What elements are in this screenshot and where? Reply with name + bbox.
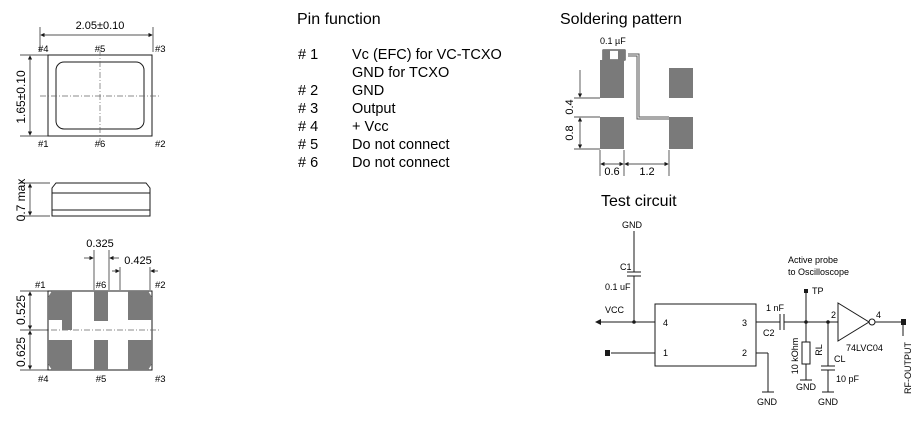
pin-number: # 3 xyxy=(298,101,318,117)
pin-desc: GND xyxy=(352,83,384,99)
gate-name: 74LVC04 xyxy=(846,343,883,353)
pin-number: # 4 xyxy=(298,119,318,135)
probe-note-line1: Active probe xyxy=(788,255,838,265)
gnd-label-3: GND xyxy=(818,397,839,407)
vcc-label: VCC xyxy=(605,305,625,315)
top-label-3: #3 xyxy=(155,44,166,55)
solder-dim-h2: 1.2 xyxy=(639,166,654,178)
solder-dim-h1: 0.6 xyxy=(604,166,619,178)
pad-1 xyxy=(48,291,72,330)
ic-pin-2: 2 xyxy=(742,348,747,358)
bottom-label-1: #1 xyxy=(35,280,46,291)
gnd-label-2: GND xyxy=(796,382,817,392)
gate-node-2: 2 xyxy=(831,310,836,320)
resistor-rl xyxy=(801,341,811,365)
pin-number: # 6 xyxy=(298,155,318,171)
test-circuit: Test circuit GND C1 0.1 uF VCC 4 3 1 2 G… xyxy=(595,193,913,407)
solder-dim-v2: 0.8 xyxy=(564,125,576,140)
bottom-dim-a: 0.325 xyxy=(86,238,114,250)
pin-number: # 5 xyxy=(298,137,318,153)
pin-desc: Vc (EFC) for VC-TCXO xyxy=(352,47,502,63)
cap-value-label: 0.1 µF xyxy=(600,36,626,46)
pin-desc: Do not connect xyxy=(352,155,450,171)
c2-value: 1 nF xyxy=(766,303,785,313)
pad-2 xyxy=(128,291,152,320)
bottom-label-4: #4 xyxy=(38,374,49,385)
c1-value: 0.1 uF xyxy=(605,282,631,292)
oscillator-block xyxy=(654,303,757,367)
top-label-2: #2 xyxy=(155,139,166,150)
cl-name: CL xyxy=(834,354,846,364)
top-view: 2.05±0.10 1.65±0.10 #4 #5 #3 #1 #6 #2 xyxy=(14,20,166,150)
test-circuit-title: Test circuit xyxy=(601,193,677,210)
pin-function-table: Pin function # 1 Vc (EFC) for VC-TCXO GN… xyxy=(297,11,502,171)
pin-desc: Output xyxy=(352,101,396,117)
solder-dim-v1: 0.4 xyxy=(564,99,576,114)
cl-value: 10 pF xyxy=(836,374,860,384)
top-label-6: #6 xyxy=(95,139,106,150)
bottom-label-3: #3 xyxy=(155,374,166,385)
solder-pad-bl xyxy=(600,117,624,149)
probe-note-line2: to Oscilloscope xyxy=(788,267,849,277)
bottom-label-6: #6 xyxy=(96,280,107,291)
soldering-title: Soldering pattern xyxy=(560,11,682,28)
solder-pad-br xyxy=(669,117,693,149)
gnd-label-1: GND xyxy=(757,397,778,407)
bottom-dim-c: 0.525 xyxy=(14,295,28,325)
inverter-gate xyxy=(837,302,870,342)
ic-pin-3: 3 xyxy=(742,318,747,328)
ic-pin-1: 1 xyxy=(663,348,668,358)
bottom-dim-d: 0.625 xyxy=(14,337,28,367)
pad-3 xyxy=(128,340,152,370)
ic-pin-4: 4 xyxy=(663,318,668,328)
test-point-label: TP xyxy=(812,286,824,296)
c1-name: C1 xyxy=(620,262,632,272)
c2-name: C2 xyxy=(763,328,775,338)
top-label-1: #1 xyxy=(38,139,49,150)
bottom-view: 0.325 0.425 0.525 0.625 #1 #6 #2 #4 #5 #… xyxy=(14,238,166,385)
top-label-4: #4 xyxy=(38,44,49,55)
pin-desc: + Vcc xyxy=(352,119,389,135)
solder-pad-tl xyxy=(600,60,624,98)
bottom-label-2: #2 xyxy=(155,280,166,291)
pad-4 xyxy=(48,340,72,370)
gate-node-4: 4 xyxy=(876,310,881,320)
gnd-top-label: GND xyxy=(622,220,643,230)
pad-6 xyxy=(94,291,108,321)
bottom-label-5: #5 xyxy=(96,374,107,385)
pin-number: # 2 xyxy=(298,83,318,99)
side-height-dim-label: 0.7 max xyxy=(14,179,28,222)
pin-desc: Do not connect xyxy=(352,137,450,153)
rf-output-label: RF-OUTPUT xyxy=(903,342,913,394)
pad-5 xyxy=(94,340,108,370)
side-view: 0.7 max xyxy=(14,179,151,222)
soldering-pattern: Soldering pattern 0.1 µF 0.4 0.8 0.6 1.2 xyxy=(560,11,693,178)
rl-name: RL xyxy=(814,344,824,356)
rl-value: 10 kOhm xyxy=(790,338,800,375)
pin-number: # 1 xyxy=(298,47,318,63)
pin-function-title: Pin function xyxy=(297,11,381,28)
top-label-5: #5 xyxy=(95,44,106,55)
bottom-dim-b: 0.425 xyxy=(124,255,152,267)
width-dim-label: 2.05±0.10 xyxy=(76,20,125,32)
height-dim-label: 1.65±0.10 xyxy=(14,70,28,124)
solder-pad-tr xyxy=(669,68,693,98)
pin-desc: GND for TCXO xyxy=(352,65,449,81)
